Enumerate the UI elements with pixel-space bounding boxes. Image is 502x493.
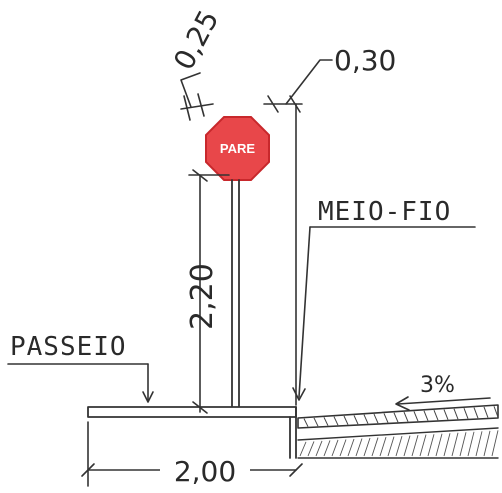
stop-sign: PARE	[205, 116, 270, 181]
curb-label: MEIO-FIO	[292, 197, 476, 401]
sidewalk-label-text: PASSEIO	[10, 332, 127, 362]
road-pavement	[297, 404, 499, 459]
dimension-curb-offset: 0,30	[263, 44, 396, 113]
slope-text: 3%	[420, 373, 455, 398]
dimension-sign-height-text: 2,20	[185, 263, 220, 330]
dimension-sign-height: 2,20	[185, 169, 230, 414]
stop-sign-text: PARE	[220, 141, 255, 156]
dimension-sidewalk-width-text: 2,00	[174, 455, 236, 488]
dimension-sidewalk-width: 2,00	[81, 421, 303, 488]
slope-indicator: 3%	[395, 373, 491, 411]
stop-sign-octagon	[205, 116, 270, 181]
dimension-sign-width-text: 0,25	[167, 5, 225, 76]
dimension-curb-offset-text: 0,30	[334, 44, 396, 77]
dimension-sign-width: 0,25	[167, 5, 225, 121]
sidewalk-label: PASSEIO	[7, 332, 154, 403]
sign-post	[231, 179, 240, 407]
curb-label-text: MEIO-FIO	[318, 197, 451, 227]
sidewalk-slab	[87, 406, 297, 459]
